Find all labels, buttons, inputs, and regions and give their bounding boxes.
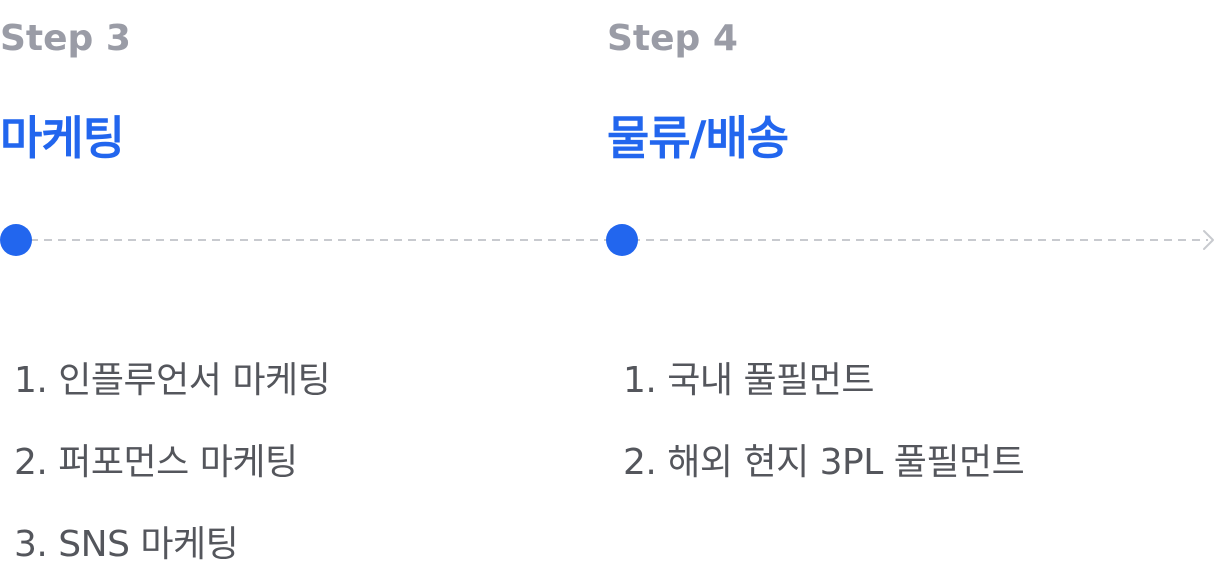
step-title: 마케팅 [0,111,125,165]
step-item-list: 1. 인플루언서 마케팅 2. 퍼포먼스 마케팅 3. SNS 마케팅 [14,340,331,586]
step-4-marker [606,224,638,256]
list-item: 2. 퍼포먼스 마케팅 [14,442,298,483]
step-title: 물류/배송 [607,111,789,165]
list-item: 2. 해외 현지 3PL 풀필먼트 [623,442,1025,483]
timeline [0,222,1217,258]
chevron-right-icon [1203,230,1214,250]
list-item: 1. 국내 풀필먼트 [623,360,874,401]
timeline-graphic [0,224,1214,256]
list-item: 3. SNS 마케팅 [14,524,239,565]
step-label: Step 4 [607,18,738,59]
step-label: Step 3 [0,18,131,59]
step-item-list: 1. 국내 풀필먼트 2. 해외 현지 3PL 풀필먼트 [623,340,1025,504]
step-3-marker [0,224,32,256]
list-item: 1. 인플루언서 마케팅 [14,360,331,401]
